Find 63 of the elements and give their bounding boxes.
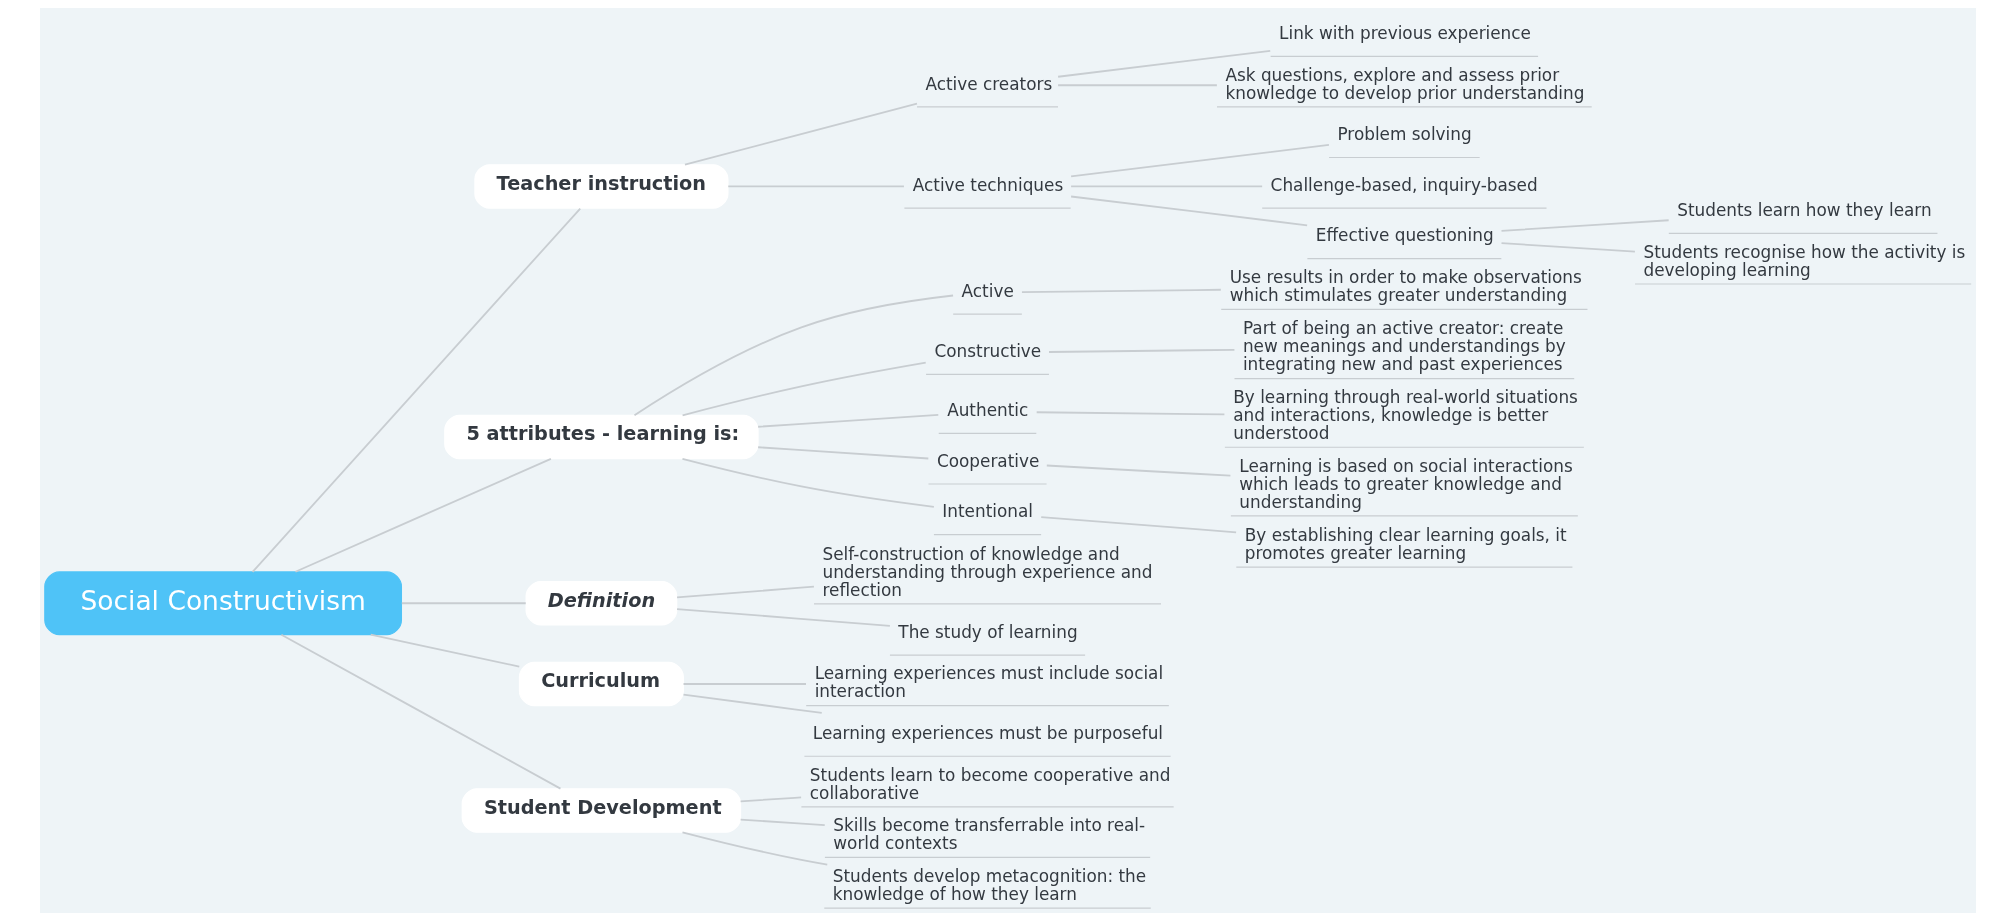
node-text: Active techniques — [912, 174, 1064, 195]
node-text: Authentic — [947, 400, 1029, 421]
connector — [757, 413, 940, 428]
connector — [676, 608, 891, 627]
node-text: Constructive — [934, 341, 1042, 362]
connector — [1040, 516, 1238, 534]
connector — [684, 102, 918, 166]
node-text: Challenge-based, inquiry-based — [1270, 174, 1538, 195]
node-text: Link with previous experience — [1279, 23, 1531, 44]
connector — [1070, 195, 1309, 227]
connector — [681, 457, 935, 508]
node-text: Skills become transferrable into real-world contexts — [833, 815, 1146, 854]
node-text: Self-construction of knowledge and understanding through experience and reflection — [822, 543, 1153, 600]
connector — [727, 185, 905, 188]
connector — [757, 446, 930, 460]
connector — [682, 683, 807, 685]
connector — [682, 693, 823, 714]
node-text: Use results in order to make observations which stimulates greater understanding — [1229, 267, 1582, 306]
node-text: By establishing clear learning goals, it promotes greater learning — [1244, 524, 1567, 563]
connector — [294, 457, 552, 573]
connector — [633, 294, 954, 417]
connector — [1021, 288, 1222, 293]
connector — [681, 361, 927, 417]
node-text: Learning experiences must be purposeful — [812, 723, 1164, 744]
node-text: Students learn to become cooperative and collaborative — [809, 764, 1171, 803]
node-text: Active — [961, 280, 1014, 301]
connector — [1048, 348, 1236, 353]
node-text: Problem solving — [1337, 124, 1472, 145]
node-box: Curriculum — [518, 661, 684, 707]
node-text: Students learn how they learn — [1677, 200, 1932, 221]
connector — [1070, 185, 1264, 188]
connector — [676, 585, 815, 599]
node-text: Students recognise how the activity is developing learning — [1643, 241, 1966, 280]
node-text: By learning through real-world situations and interactions, knowledge is better understood — [1233, 386, 1578, 444]
node-box: Student Development — [461, 788, 742, 833]
connector — [1500, 219, 1670, 232]
node-text: Students develop metacognition: the knowledge of how they learn — [832, 865, 1147, 904]
node-text: Learning experiences must include social interaction — [814, 663, 1164, 702]
node-text: Active creators — [925, 73, 1053, 94]
node-box: 5 attributes - learning is: — [444, 414, 759, 460]
connector — [280, 633, 562, 790]
node-box: Teacher instruction — [474, 164, 729, 209]
node-text: Learning is based on social interactions which leads to greater knowledge and understanding — [1239, 455, 1573, 512]
connector — [1070, 144, 1330, 178]
connector — [739, 818, 826, 827]
connector — [681, 831, 829, 866]
node-text: Intentional — [942, 501, 1033, 522]
node-box: Definition — [525, 581, 678, 626]
node-text: Cooperative — [936, 450, 1040, 471]
node-text: Ask questions, explore and assess prior knowledge to develop prior understanding — [1225, 64, 1585, 103]
connector — [1500, 242, 1636, 253]
connector — [251, 207, 582, 573]
node-text: Effective questioning — [1315, 225, 1494, 246]
node-box: Social Constructivism — [44, 571, 403, 636]
connector — [1057, 49, 1272, 78]
node-text: Part of being an active creator: create new meanings and understandings by integrating new and past experiences — [1242, 318, 1566, 375]
connector — [739, 796, 802, 803]
connector — [400, 602, 527, 605]
connector — [369, 633, 521, 668]
connector — [1057, 84, 1218, 87]
connector — [1045, 464, 1232, 477]
node-text: The study of learning — [898, 621, 1078, 642]
connector — [1035, 411, 1226, 416]
